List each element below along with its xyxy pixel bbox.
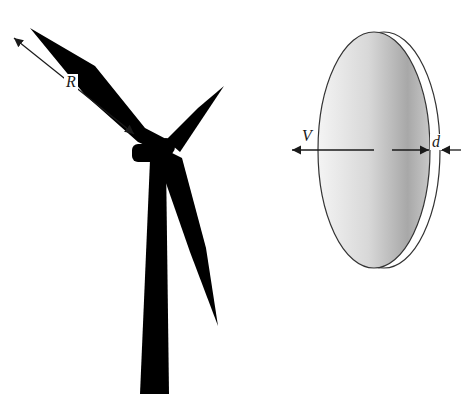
thickness-label: d — [430, 134, 442, 150]
thickness-arrow — [441, 149, 461, 150]
hub — [157, 138, 175, 156]
velocity-label: V — [300, 128, 314, 144]
tower — [140, 160, 169, 394]
radius-arrow — [14, 38, 134, 134]
thickness-arrow — [392, 149, 429, 150]
velocity-arrow — [292, 149, 374, 150]
wind-turbine — [30, 28, 224, 394]
radius-label: R — [64, 74, 78, 90]
blade — [166, 86, 224, 152]
blade — [160, 150, 218, 326]
blade — [30, 28, 168, 152]
